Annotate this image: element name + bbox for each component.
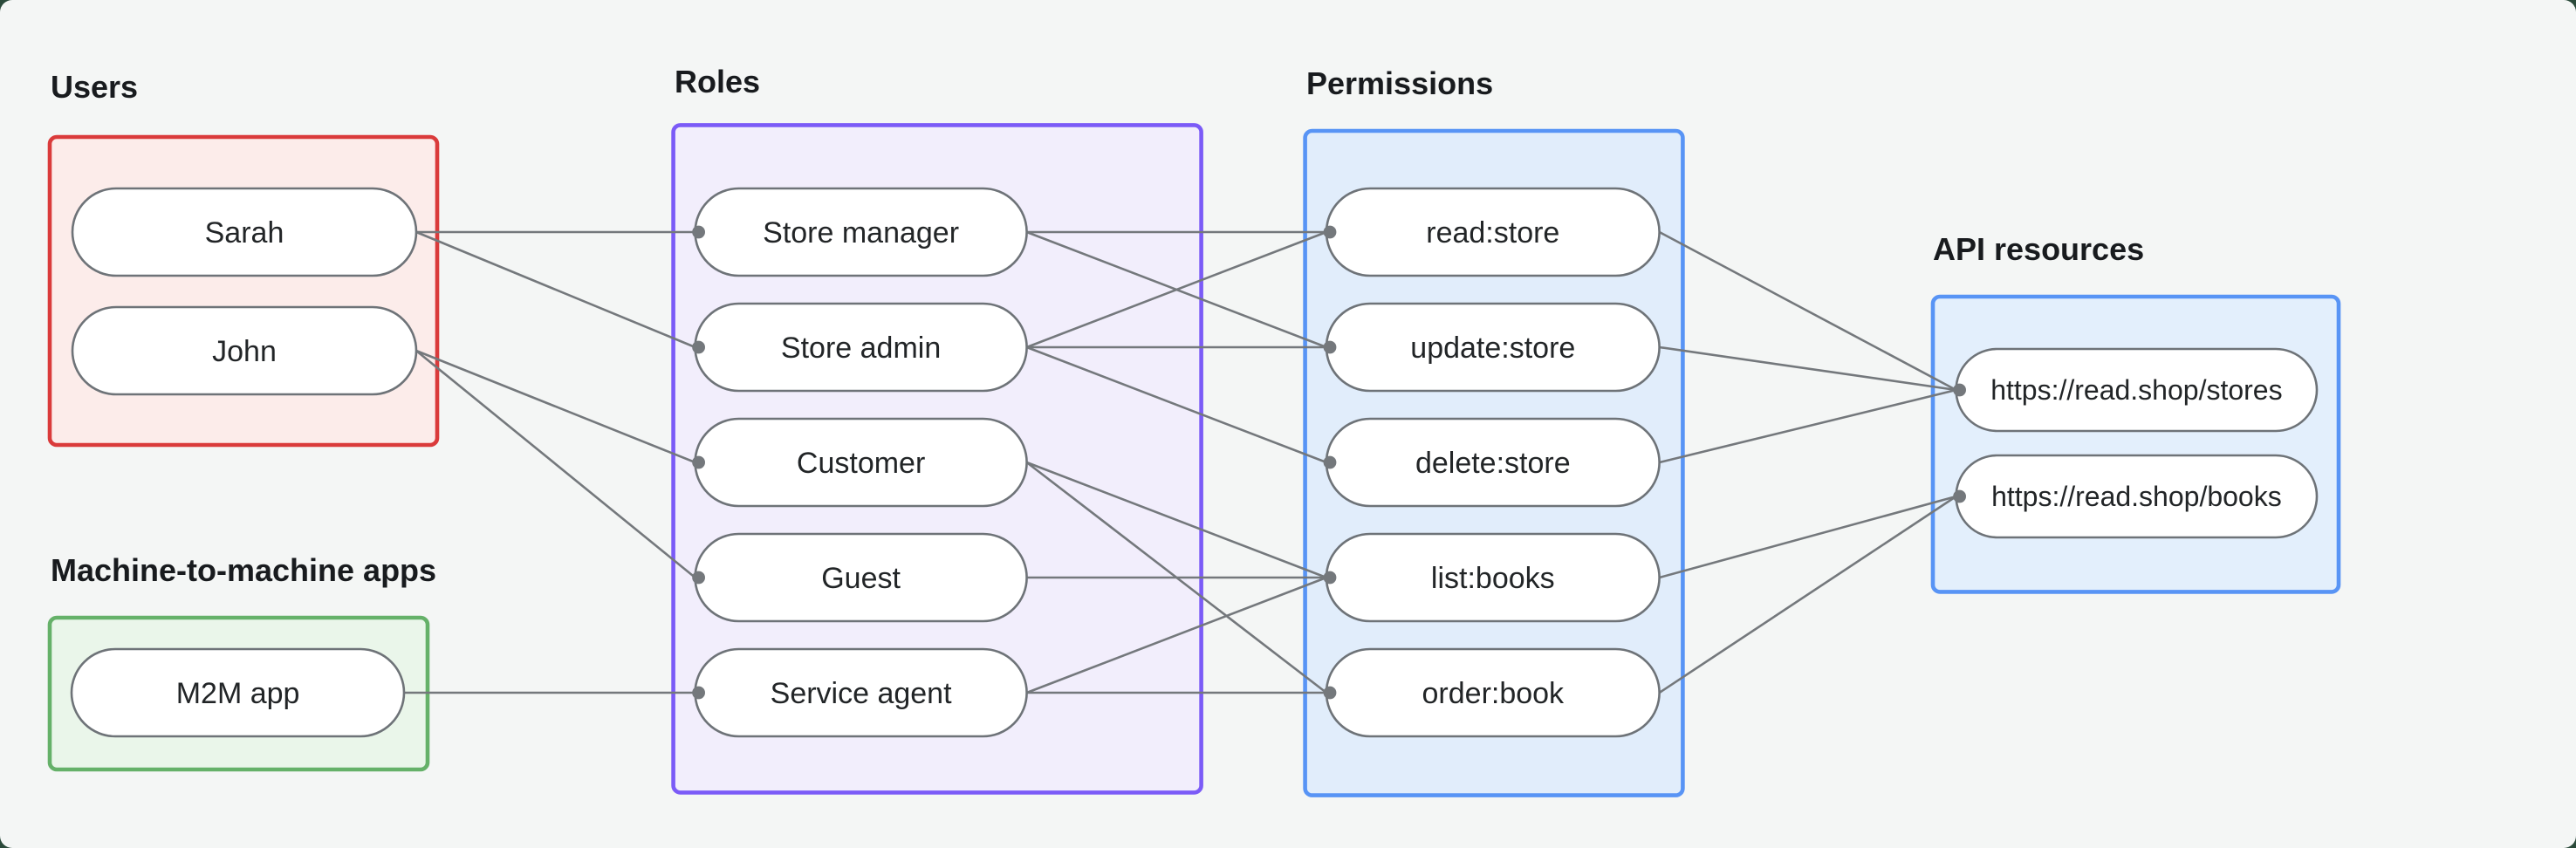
dot-store-manager: [692, 225, 705, 239]
node-guest: Guest: [694, 532, 1028, 623]
node-customer: Customer: [694, 417, 1028, 508]
node-books-api-label: https://read.shop/books: [1991, 481, 2282, 512]
node-guest-label: Guest: [821, 562, 901, 595]
node-john: John: [71, 305, 418, 396]
m2m-group-label: Machine-to-machine apps: [51, 552, 436, 588]
edge-update-store-stores-api: [1659, 345, 1956, 392]
edge-endpoint-dots: [692, 225, 1967, 700]
edge-order-book-books-api: [1658, 495, 1957, 694]
dot-list-books: [1323, 571, 1337, 585]
node-read-store-label: read:store: [1426, 216, 1559, 250]
node-stores-api: https://read.shop/stores: [1955, 347, 2319, 433]
permissions-group-label: Permissions: [1306, 65, 1493, 101]
edge-read-store-stores-api: [1658, 230, 1957, 392]
api-resources-group-box: [1930, 294, 2341, 594]
node-sarah: Sarah: [71, 187, 418, 277]
node-sarah-label: Sarah: [205, 216, 284, 250]
node-store-manager: Store manager: [694, 187, 1028, 277]
node-customer-label: Customer: [797, 447, 925, 480]
dot-customer: [692, 455, 705, 469]
dot-books-api: [1953, 489, 1967, 503]
dot-read-store: [1323, 225, 1337, 239]
roles-group-label: Roles: [675, 64, 760, 99]
node-books-api: https://read.shop/books: [1955, 454, 2319, 539]
node-store-manager-label: Store manager: [763, 216, 959, 250]
node-delete-store: delete:store: [1325, 417, 1661, 508]
node-update-store: update:store: [1325, 302, 1661, 393]
api-resources-group-label: API resources: [1933, 231, 2144, 267]
dot-stores-api: [1953, 383, 1967, 397]
node-m2m-app: M2M app: [70, 647, 406, 738]
node-john-shape: [71, 305, 418, 396]
node-m2m-app-label: M2M app: [176, 677, 300, 710]
node-delete-store-label: delete:store: [1415, 447, 1571, 480]
dot-update-store: [1323, 340, 1337, 354]
node-order-book-label: order:book: [1422, 677, 1565, 710]
node-store-admin: Store admin: [694, 302, 1028, 393]
dot-store-admin: [692, 340, 705, 354]
edge-john-guest: [415, 349, 696, 579]
edge-store-admin-delete-store: [1026, 345, 1327, 464]
node-m2m-app-shape: [70, 647, 406, 738]
users-group-box: [47, 134, 440, 448]
node-read-store: read:store: [1325, 187, 1661, 277]
edge-john-customer: [415, 349, 696, 464]
edge-list-books-books-api: [1659, 495, 1956, 579]
node-service-agent: Service agent: [694, 647, 1028, 738]
dot-order-book: [1323, 686, 1337, 700]
edge-sarah-store-admin: [415, 230, 696, 349]
node-john-label: John: [212, 335, 277, 368]
dot-service-agent: [692, 686, 705, 700]
node-list-books: list:books: [1325, 532, 1661, 623]
dot-delete-store: [1323, 455, 1337, 469]
dot-guest: [692, 571, 705, 585]
edges: [404, 230, 1957, 694]
users-group-label: Users: [51, 69, 138, 105]
node-service-agent-label: Service agent: [771, 677, 952, 710]
edge-service-agent-list-books: [1026, 576, 1327, 694]
edge-delete-store-stores-api: [1659, 388, 1956, 464]
node-sarah-shape: [71, 187, 418, 277]
node-order-book: order:book: [1325, 647, 1661, 738]
node-store-admin-label: Store admin: [781, 332, 941, 365]
node-update-store-label: update:store: [1410, 332, 1575, 365]
node-list-books-label: list:books: [1431, 562, 1555, 595]
edge-customer-list-books: [1026, 461, 1327, 579]
edge-store-admin-read-store: [1026, 230, 1327, 349]
node-stores-api-label: https://read.shop/stores: [1990, 374, 2282, 406]
